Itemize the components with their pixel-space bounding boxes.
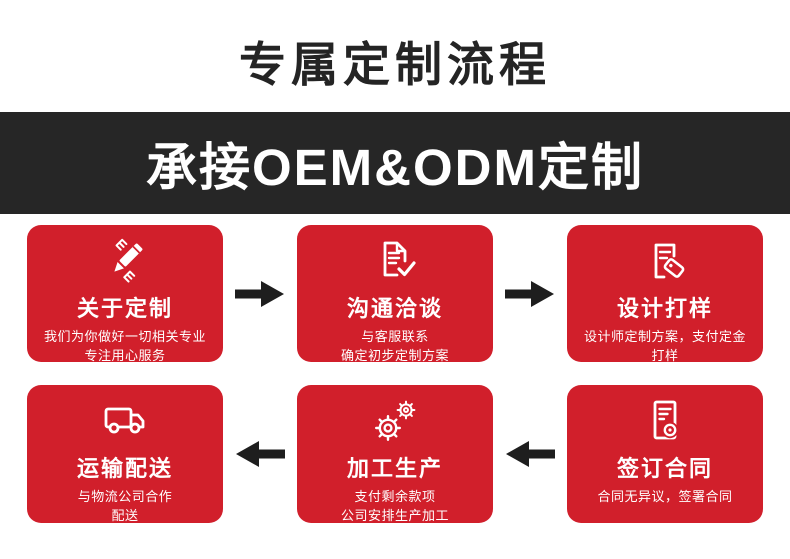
step-desc: 我们为你做好一切相关专业 专注用心服务	[38, 328, 212, 366]
step-card-about-customization: 关于定制 我们为你做好一切相关专业 专注用心服务	[27, 225, 223, 363]
step-desc-line: 设计师定制方案，支付定金	[583, 329, 746, 344]
step-title: 签订合同	[616, 456, 713, 481]
banner-text: 承接OEM&ODM定制	[146, 139, 644, 196]
arrow-right-icon	[235, 280, 285, 308]
step-title: 设计打样	[616, 296, 713, 321]
arrow-left-icon	[505, 440, 555, 468]
step-card-sign-contract: 签订合同 合同无异议，签署合同	[567, 385, 763, 523]
step-title: 关于定制	[76, 296, 173, 321]
step-desc: 支付剩余款项 公司安排生产加工	[335, 488, 455, 526]
step-desc: 设计师定制方案，支付定金 打样	[578, 328, 752, 366]
flow-row-1: 关于定制 我们为你做好一切相关专业 专注用心服务	[27, 225, 763, 363]
step-desc: 合同无异议，签署合同	[591, 488, 738, 507]
banner: 承接OEM&ODM定制	[0, 112, 790, 214]
contract-seal-icon	[641, 394, 689, 448]
step-card-communication: 沟通洽谈 与客服联系 确定初步定制方案	[297, 225, 493, 363]
step-desc-line: 专注用心服务	[84, 347, 166, 363]
step-card-production: 加工生产 支付剩余款项 公司安排生产加工	[297, 385, 493, 523]
step-title: 加工生产	[346, 456, 443, 481]
page-title: 专属定制流程	[239, 38, 551, 91]
step-title: 运输配送	[76, 456, 173, 481]
step-card-design-sampling: 设计打样 设计师定制方案，支付定金 打样	[567, 225, 763, 363]
pencil-edit-icon	[101, 234, 149, 288]
step-desc: 与物流公司合作 配送	[72, 488, 179, 526]
step-desc-line: 支付剩余款项	[354, 489, 436, 504]
step-desc-line: 确定初步定制方案	[340, 347, 449, 363]
step-desc-line: 配送	[111, 507, 139, 523]
arrow-left-icon	[235, 440, 285, 468]
step-desc-line: 合同无异议，签署合同	[597, 489, 733, 504]
truck-icon	[101, 394, 149, 448]
step-title: 沟通洽谈	[346, 296, 443, 321]
step-desc-line: 打样	[651, 347, 679, 363]
step-desc: 与客服联系 确定初步定制方案	[335, 328, 455, 366]
step-card-shipping: 运输配送 与物流公司合作 配送	[27, 385, 223, 523]
document-check-icon	[371, 234, 419, 288]
document-tag-icon	[641, 234, 689, 288]
arrow-right-icon	[505, 280, 555, 308]
step-desc-line: 我们为你做好一切相关专业	[43, 329, 206, 344]
gears-icon	[371, 394, 419, 448]
process-flow: 关于定制 我们为你做好一切相关专业 专注用心服务	[27, 225, 763, 523]
step-desc-line: 与物流公司合作	[77, 489, 173, 504]
step-desc-line: 公司安排生产加工	[340, 507, 449, 523]
step-desc-line: 与客服联系	[361, 329, 429, 344]
flow-row-2: 运输配送 与物流公司合作 配送	[27, 385, 763, 523]
